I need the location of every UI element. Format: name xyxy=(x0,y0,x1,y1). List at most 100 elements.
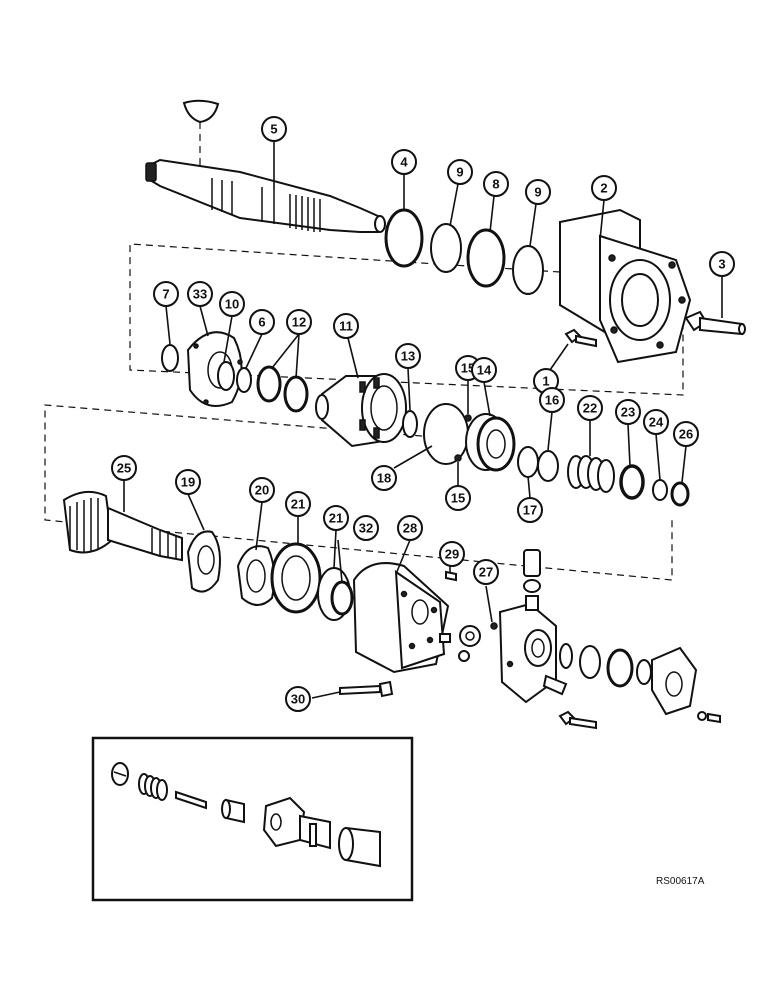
callout-26: 25 xyxy=(111,455,137,481)
callout-9b: 9 xyxy=(525,179,551,205)
ring-17 xyxy=(517,446,539,478)
callout-label: 21 xyxy=(329,511,343,526)
callout-label: 1 xyxy=(542,374,549,389)
ring-8 xyxy=(466,228,506,288)
callout-32: 32 xyxy=(353,515,379,541)
callout-11: 11 xyxy=(333,313,359,339)
callout-15b: 15 xyxy=(445,485,471,511)
pin xyxy=(699,316,746,336)
washer-6 xyxy=(236,367,252,393)
seal-12a xyxy=(256,365,282,403)
callout-4: 4 xyxy=(391,149,417,175)
separator-plate-20 xyxy=(236,545,276,606)
callout-14: 14 xyxy=(471,357,497,383)
snap-ring-10 xyxy=(217,361,235,391)
bolt-31 xyxy=(339,680,394,698)
callout-label: 24 xyxy=(649,415,664,430)
ring-lower xyxy=(636,659,652,685)
callout-8: 8 xyxy=(483,171,509,197)
pin-30 xyxy=(445,570,457,582)
callout-label: 29 xyxy=(445,547,459,562)
woodruff-key xyxy=(182,99,220,168)
callout-31: 30 xyxy=(285,686,311,712)
snap-ring-13 xyxy=(402,410,418,438)
callout-20: 20 xyxy=(249,477,275,503)
callout-label: 25 xyxy=(117,461,131,476)
bearing-lower xyxy=(606,648,634,688)
reference-code: RS00617A xyxy=(656,876,705,887)
input-shaft xyxy=(145,158,386,233)
callout-3: 3 xyxy=(709,251,735,277)
inset-valve-body xyxy=(262,796,331,850)
callout-label: 13 xyxy=(401,349,415,364)
inset-sleeve xyxy=(338,826,381,868)
callout-16: 16 xyxy=(539,387,565,413)
callout-label: 19 xyxy=(181,475,195,490)
ring-18 xyxy=(423,403,469,465)
callout-19: 19 xyxy=(175,469,201,495)
inset-plunger xyxy=(221,798,245,824)
cover-plate xyxy=(651,646,698,716)
inset-cap xyxy=(111,762,129,786)
cover-bolt xyxy=(697,711,721,724)
callout-label: 17 xyxy=(523,503,537,518)
callout-21: 21 xyxy=(285,491,311,517)
seal-lower-b xyxy=(579,645,601,679)
callout-label: 4 xyxy=(400,155,408,170)
lower-bolt xyxy=(558,710,597,730)
callout-label: 16 xyxy=(545,393,559,408)
callout-label: 11 xyxy=(339,319,353,334)
callout-17: 17 xyxy=(517,497,543,523)
seal-lower-a xyxy=(559,643,573,669)
callout-10: 10 xyxy=(219,291,245,317)
callout-12: 12 xyxy=(286,309,312,335)
callout-label: 7 xyxy=(162,287,169,302)
lower-group-boundary xyxy=(44,404,673,581)
callout-5: 5 xyxy=(261,116,287,142)
callout-22: 21 xyxy=(323,505,349,531)
callout-label: 22 xyxy=(583,401,597,416)
pump-body xyxy=(352,562,450,674)
callout-label: 12 xyxy=(292,315,306,330)
clutch-drum xyxy=(315,373,407,448)
callout-label: 33 xyxy=(193,287,207,302)
small-washer xyxy=(458,650,470,662)
inset-detail xyxy=(91,736,414,902)
callout-label: 6 xyxy=(258,315,265,330)
callout-6: 6 xyxy=(249,309,275,335)
ball-15a xyxy=(464,414,472,422)
seal-21 xyxy=(270,542,322,614)
callout-label: 18 xyxy=(377,471,391,486)
callout-label: 23 xyxy=(621,405,635,420)
callout-18: 18 xyxy=(371,465,397,491)
bolt xyxy=(564,328,597,348)
callout-13: 13 xyxy=(395,343,421,369)
callout-23: 22 xyxy=(577,395,603,421)
callout-9a: 9 xyxy=(447,159,473,185)
callout-label: 28 xyxy=(403,521,417,536)
callout-label: 21 xyxy=(291,497,305,512)
ball-28 xyxy=(490,622,498,630)
callout-label: 15 xyxy=(451,491,465,506)
spring-23 xyxy=(567,455,615,493)
callout-27: 26 xyxy=(673,421,699,447)
inset-spring xyxy=(138,773,168,801)
ball-15b xyxy=(454,454,462,462)
seal-12b xyxy=(283,375,309,413)
upper-group-boundary xyxy=(129,243,684,396)
ring-4 xyxy=(384,208,424,268)
bearing-32 xyxy=(330,580,354,616)
inset-pin xyxy=(175,790,207,810)
callout-28: 27 xyxy=(473,559,499,585)
callout-label: 10 xyxy=(225,297,239,312)
callout-label: 32 xyxy=(359,521,373,536)
piston-14 xyxy=(465,413,516,472)
gear-pin xyxy=(439,633,451,643)
callout-label: 9 xyxy=(534,185,541,200)
callout-7: 7 xyxy=(153,281,179,307)
friction-plate-19 xyxy=(186,530,221,593)
callout-2: 2 xyxy=(591,175,617,201)
bearing-24 xyxy=(619,464,645,500)
